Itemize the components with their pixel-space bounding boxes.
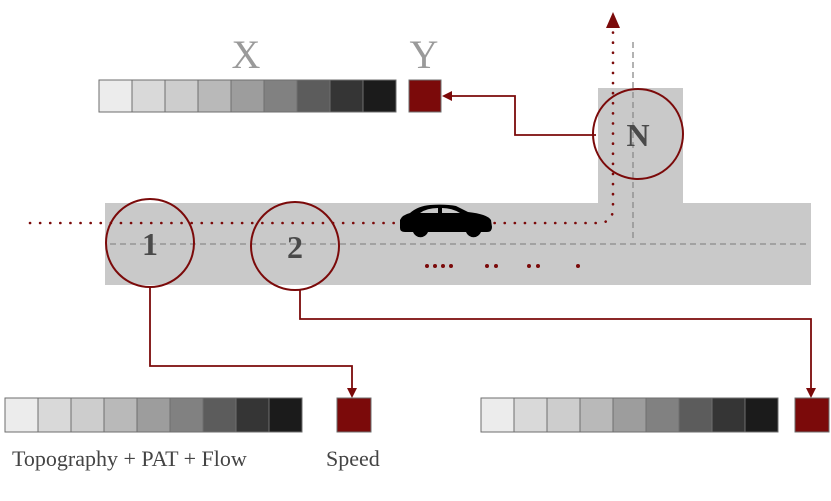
speed-caption: Speed [326,446,380,471]
feature-cell [268,397,303,433]
vehicle-trajectory [28,12,620,268]
feature-cell [612,397,647,433]
feature-cell [164,79,199,113]
sensor-node-n-label: N [626,117,649,153]
feature-cell [263,79,298,113]
sensor-node-1-label: 1 [142,226,158,262]
target-cell-bottom-right [794,397,830,433]
feature-cell [296,79,331,113]
feature-cell [37,397,72,433]
sensor-node-2-label: 2 [287,229,303,265]
feature-cell [480,397,515,433]
connector-1-to-speed [149,287,357,398]
feature-cell [579,397,614,433]
trajectory-arrowhead [606,12,620,28]
feature-cell [131,79,166,113]
feature-cell [202,397,237,433]
feature-cell [678,397,713,433]
connectors [149,91,816,398]
feature-strip-bottom-right [480,397,779,433]
trajectory-path [28,28,615,225]
feature-cell [197,79,232,113]
car-icon [400,204,492,238]
target-cell-bottom-left [336,397,372,433]
x-label: X [232,32,261,77]
connector-n-to-y [442,91,596,136]
features-caption: Topography + PAT + Flow [12,446,247,471]
feature-cell [645,397,680,433]
feature-cell [235,397,270,433]
future-trajectory-dots [425,264,580,268]
road [105,42,811,285]
feature-cell [744,397,779,433]
connector-2-to-output [299,290,816,398]
feature-cell [169,397,204,433]
feature-cell [546,397,581,433]
feature-cell [362,79,397,113]
sensor-node-2: 2 [250,201,340,291]
feature-cell [329,79,364,113]
feature-cell [4,397,39,433]
feature-cell [70,397,105,433]
feature-cell [513,397,548,433]
sensor-node-n: N [592,88,684,180]
y-label: Y [410,32,439,77]
feature-strip-top [98,79,397,113]
feature-cell [230,79,265,113]
road-vertical [598,88,683,206]
feature-cell [136,397,171,433]
feature-cell [711,397,746,433]
feature-cell [98,79,133,113]
target-cell-top [408,79,442,113]
feature-strip-bottom-left [4,397,303,433]
feature-cell [103,397,138,433]
